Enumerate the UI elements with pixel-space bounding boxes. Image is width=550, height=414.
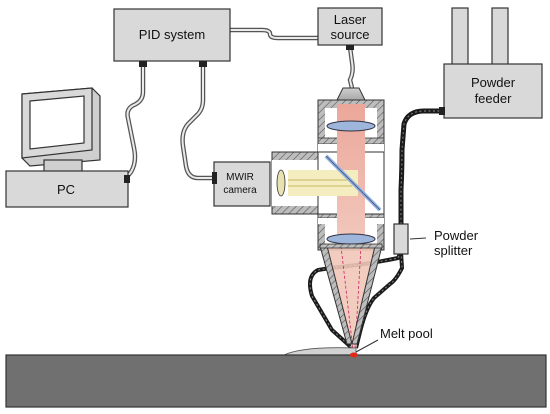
cable-pid-camera <box>180 66 213 181</box>
cable-laser-optics <box>347 46 355 89</box>
melt-pool-callout: Melt pool <box>355 326 433 353</box>
laser-source: Laser source <box>317 7 383 50</box>
camera-label-line1: MWIR <box>226 172 254 183</box>
melt-pool-label: Melt pool <box>380 326 433 341</box>
ir-beam <box>288 170 358 196</box>
powder-feeder-label-line1: Powder <box>471 75 516 90</box>
focused-beam <box>327 246 375 350</box>
powder-splitter-label-line2: splitter <box>434 243 473 258</box>
pid-system: PID system <box>113 8 231 67</box>
pc-label: PC <box>57 182 75 197</box>
camera-label-line2: camera <box>223 185 257 196</box>
pc: PC <box>5 87 130 208</box>
powder-feeder: Powder feeder <box>439 7 543 119</box>
mwir-camera: MWIR camera <box>212 161 271 207</box>
powder-splitter-label-line1: Powder <box>434 228 479 243</box>
optics-dome <box>336 87 366 101</box>
melt-pool <box>350 352 358 358</box>
laser-source-label-line1: Laser <box>334 12 367 27</box>
powder-hose <box>398 108 444 226</box>
camera-lens <box>276 169 286 197</box>
powder-feeder-label-line2: feeder <box>475 91 513 106</box>
lower-lens <box>326 233 376 245</box>
cable-pid-pc <box>124 66 146 180</box>
cable-pid-laser <box>230 27 318 41</box>
monitor-icon <box>21 87 101 173</box>
optical-head <box>271 87 385 351</box>
laser-source-label-line2: source <box>330 27 369 42</box>
nozzle <box>319 243 383 345</box>
powder-splitter: Powder splitter <box>393 223 479 258</box>
upper-lens <box>326 120 376 132</box>
substrate <box>5 347 547 408</box>
pid-system-label: PID system <box>139 27 205 42</box>
